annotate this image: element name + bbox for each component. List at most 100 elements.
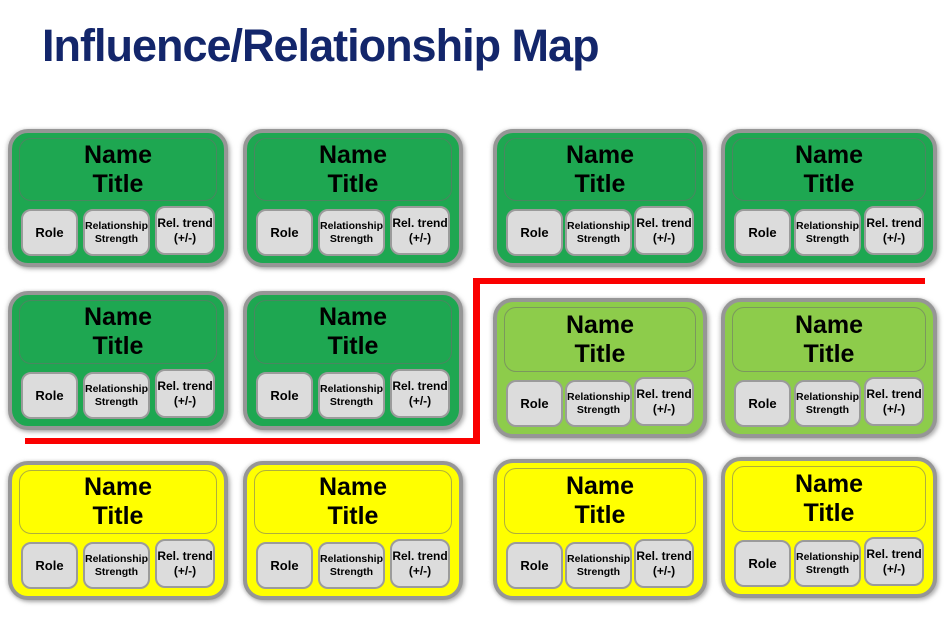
rel-trend-box: Rel. trend (+/-) xyxy=(390,369,450,418)
person-title-label: Title xyxy=(803,499,855,527)
relationship-strength-label-line2: Strength xyxy=(329,565,374,578)
attribute-row: Role Relationship Strength Rel. trend (+… xyxy=(19,539,217,589)
rel-trend-label-line1: Rel. trend xyxy=(866,387,922,402)
relationship-strength-box: Relationship Strength xyxy=(565,380,632,427)
red-divider-vertical-segment xyxy=(473,278,480,444)
stakeholder-card: Name Title Role Relationship Strength Re… xyxy=(243,461,463,600)
rel-trend-label-line1: Rel. trend xyxy=(392,216,448,231)
attribute-row: Role Relationship Strength Rel. trend (+… xyxy=(19,369,217,419)
role-box: Role xyxy=(734,209,791,256)
role-box: Role xyxy=(734,380,791,427)
stakeholder-card: Name Title Role Relationship Strength Re… xyxy=(243,291,463,430)
rel-trend-box: Rel. trend (+/-) xyxy=(155,539,215,588)
role-box: Role xyxy=(506,542,563,589)
name-title-box: Name Title xyxy=(504,138,696,201)
rel-trend-box: Rel. trend (+/-) xyxy=(864,377,924,426)
attribute-row: Role Relationship Strength Rel. trend (+… xyxy=(732,206,926,256)
role-box: Role xyxy=(21,372,78,419)
attribute-row: Role Relationship Strength Rel. trend (+… xyxy=(732,377,926,427)
person-title-label: Title xyxy=(574,501,626,529)
stakeholder-card: Name Title Role Relationship Strength Re… xyxy=(8,461,228,600)
rel-trend-label-line2: (+/-) xyxy=(882,561,906,576)
relationship-strength-box: Relationship Strength xyxy=(318,209,385,256)
rel-trend-label-line1: Rel. trend xyxy=(157,549,213,564)
role-box: Role xyxy=(21,209,78,256)
role-box: Role xyxy=(734,540,791,587)
person-name-label: Name xyxy=(794,310,864,339)
rel-trend-label-line2: (+/-) xyxy=(652,230,676,245)
attribute-row: Role Relationship Strength Rel. trend (+… xyxy=(504,206,696,256)
rel-trend-label-line2: (+/-) xyxy=(408,563,432,578)
person-title-label: Title xyxy=(92,332,144,360)
rel-trend-box: Rel. trend (+/-) xyxy=(864,537,924,586)
person-name-label: Name xyxy=(794,470,864,499)
relationship-strength-label-line1: Relationship xyxy=(320,220,384,233)
relationship-strength-label-line2: Strength xyxy=(805,403,850,416)
attribute-row: Role Relationship Strength Rel. trend (+… xyxy=(254,539,452,589)
stakeholder-card: Name Title Role Relationship Strength Re… xyxy=(8,129,228,267)
rel-trend-label-line1: Rel. trend xyxy=(157,216,213,231)
page-title: Influence/Relationship Map xyxy=(42,20,600,71)
relationship-strength-box: Relationship Strength xyxy=(565,209,632,256)
attribute-row: Role Relationship Strength Rel. trend (+… xyxy=(19,206,217,256)
rel-trend-label-line2: (+/-) xyxy=(882,230,906,245)
name-title-box: Name Title xyxy=(19,138,217,201)
relationship-strength-label-line1: Relationship xyxy=(567,220,631,233)
relationship-strength-label-line1: Relationship xyxy=(85,220,149,233)
relationship-strength-label-line2: Strength xyxy=(576,565,621,578)
stakeholder-card: Name Title Role Relationship Strength Re… xyxy=(721,457,937,598)
name-title-box: Name Title xyxy=(732,138,926,201)
rel-trend-label-line1: Rel. trend xyxy=(636,387,692,402)
relationship-strength-label-line2: Strength xyxy=(94,232,139,245)
rel-trend-label-line1: Rel. trend xyxy=(636,216,692,231)
role-label: Role xyxy=(35,558,64,573)
relationship-strength-label-line1: Relationship xyxy=(320,553,384,566)
relationship-strength-box: Relationship Strength xyxy=(794,380,861,427)
rel-trend-label-line1: Rel. trend xyxy=(392,549,448,564)
person-title-label: Title xyxy=(574,339,626,368)
rel-trend-label-line2: (+/-) xyxy=(652,401,676,416)
name-title-box: Name Title xyxy=(504,468,696,534)
rel-trend-label-line1: Rel. trend xyxy=(157,379,213,394)
name-title-box: Name Title xyxy=(504,307,696,372)
rel-trend-box: Rel. trend (+/-) xyxy=(390,206,450,255)
relationship-strength-box: Relationship Strength xyxy=(83,542,150,589)
relationship-strength-label-line2: Strength xyxy=(805,232,850,245)
person-name-label: Name xyxy=(83,473,153,502)
role-label: Role xyxy=(35,225,64,240)
rel-trend-box: Rel. trend (+/-) xyxy=(634,539,694,588)
role-box: Role xyxy=(506,209,563,256)
relationship-strength-label-line2: Strength xyxy=(576,232,621,245)
attribute-row: Role Relationship Strength Rel. trend (+… xyxy=(504,377,696,427)
relationship-strength-label-line2: Strength xyxy=(576,403,621,416)
attribute-row: Role Relationship Strength Rel. trend (+… xyxy=(254,369,452,419)
person-title-label: Title xyxy=(803,169,855,198)
role-box: Role xyxy=(256,542,313,589)
rel-trend-label-line1: Rel. trend xyxy=(866,216,922,231)
rel-trend-box: Rel. trend (+/-) xyxy=(864,206,924,255)
role-label: Role xyxy=(270,558,299,573)
role-label: Role xyxy=(748,556,777,571)
role-box: Role xyxy=(21,542,78,589)
role-box: Role xyxy=(256,372,313,419)
name-title-box: Name Title xyxy=(732,307,926,372)
relationship-strength-box: Relationship Strength xyxy=(794,209,861,256)
role-box: Role xyxy=(256,209,313,256)
stakeholder-card: Name Title Role Relationship Strength Re… xyxy=(243,129,463,267)
attribute-row: Role Relationship Strength Rel. trend (+… xyxy=(732,537,926,587)
relationship-strength-box: Relationship Strength xyxy=(318,542,385,589)
stakeholder-card: Name Title Role Relationship Strength Re… xyxy=(493,459,707,600)
person-name-label: Name xyxy=(318,303,388,332)
stakeholder-card: Name Title Role Relationship Strength Re… xyxy=(493,298,707,438)
relationship-strength-label-line1: Relationship xyxy=(796,391,860,404)
relationship-strength-box: Relationship Strength xyxy=(794,540,861,587)
rel-trend-label-line2: (+/-) xyxy=(408,230,432,245)
name-title-box: Name Title xyxy=(254,300,452,364)
rel-trend-label-line2: (+/-) xyxy=(408,393,432,408)
relationship-strength-label-line1: Relationship xyxy=(567,391,631,404)
rel-trend-label-line2: (+/-) xyxy=(173,563,197,578)
relationship-strength-box: Relationship Strength xyxy=(318,372,385,419)
role-box: Role xyxy=(506,380,563,427)
relationship-strength-label-line1: Relationship xyxy=(85,383,149,396)
relationship-strength-label-line1: Relationship xyxy=(796,220,860,233)
